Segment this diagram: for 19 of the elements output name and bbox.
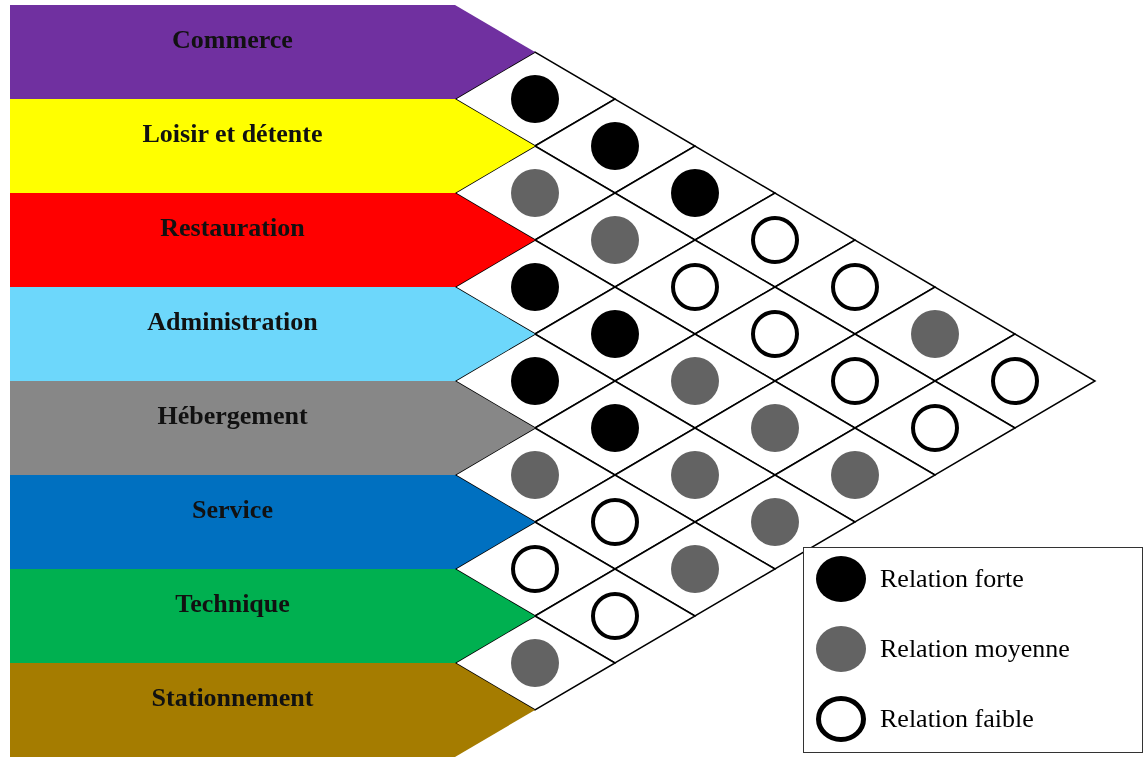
legend-label: Relation moyenne — [880, 634, 1070, 664]
category-label: Service — [191, 495, 274, 525]
arrow-shape — [10, 5, 535, 99]
arrow-shape — [10, 475, 535, 569]
category-label: Stationnement — [150, 683, 315, 713]
arrow-shape — [10, 193, 535, 287]
category-label: Administration — [146, 307, 319, 337]
category-label: Hébergement — [156, 401, 309, 431]
legend-label: Relation forte — [880, 564, 1024, 594]
arrow-shape — [10, 99, 535, 193]
arrow-shape — [10, 287, 535, 381]
category-label: Loisir et détente — [141, 119, 324, 149]
category-label: Technique — [174, 589, 291, 619]
arrow-shape — [10, 381, 535, 475]
legend-label: Relation faible — [880, 704, 1034, 734]
arrow-shape — [10, 663, 535, 757]
category-label: Commerce — [171, 25, 294, 55]
category-label: Restauration — [159, 213, 306, 243]
arrow-shape — [10, 569, 535, 663]
